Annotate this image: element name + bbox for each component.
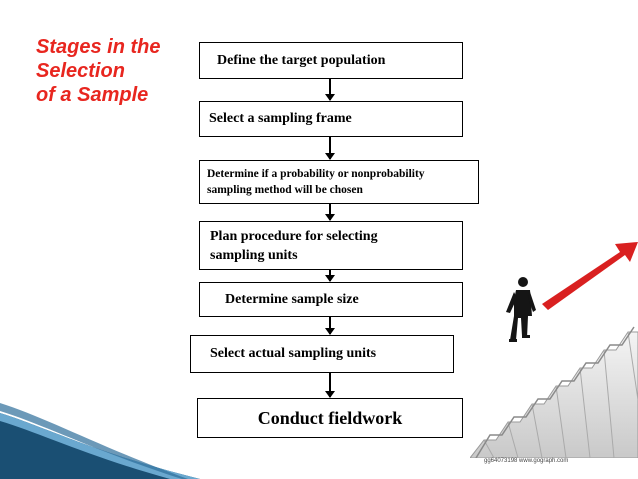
flow-arrow (325, 79, 335, 101)
step-determine-sample-size: Determine sample size (199, 282, 463, 317)
step-plan-procedure: Plan procedure for selecting sampling un… (199, 221, 463, 270)
staircase-illustration (470, 242, 638, 458)
flow-arrow (325, 137, 335, 160)
step-label: Determine sample size (225, 291, 359, 307)
step-label: Plan procedure for selecting sampling un… (210, 228, 378, 263)
flow-arrow (325, 317, 335, 335)
flow-arrow (325, 204, 335, 221)
title-line-2: Selection (36, 60, 125, 82)
flow-arrow (325, 270, 335, 282)
step-determine-method: Determine if a probability or nonprobabi… (199, 160, 479, 204)
step-label: Conduct fieldwork (257, 407, 403, 428)
step-label: Select actual sampling units (210, 346, 377, 361)
corner-swoosh-decoration (0, 403, 200, 479)
image-credit: gg64073198 www.gograph.com (484, 458, 569, 464)
step-label: Determine if a probability or nonprobabi… (207, 168, 425, 196)
step-define-target-population: Define the target population (199, 42, 463, 79)
red-arrow-shape (542, 242, 638, 310)
slide-title: Stages in the Selection of a Sample (36, 35, 196, 107)
step-label: Define the target population (217, 52, 386, 68)
title-line-3: of a Sample (36, 84, 149, 106)
step-conduct-fieldwork: Conduct fieldwork (197, 398, 463, 438)
step-select-sampling-frame: Select a sampling frame (199, 101, 463, 137)
flow-arrow (325, 373, 335, 398)
step-label: Select a sampling frame (209, 111, 352, 126)
title-line-1: Stages in the (36, 36, 161, 58)
step-select-sampling-units: Select actual sampling units (190, 335, 454, 373)
